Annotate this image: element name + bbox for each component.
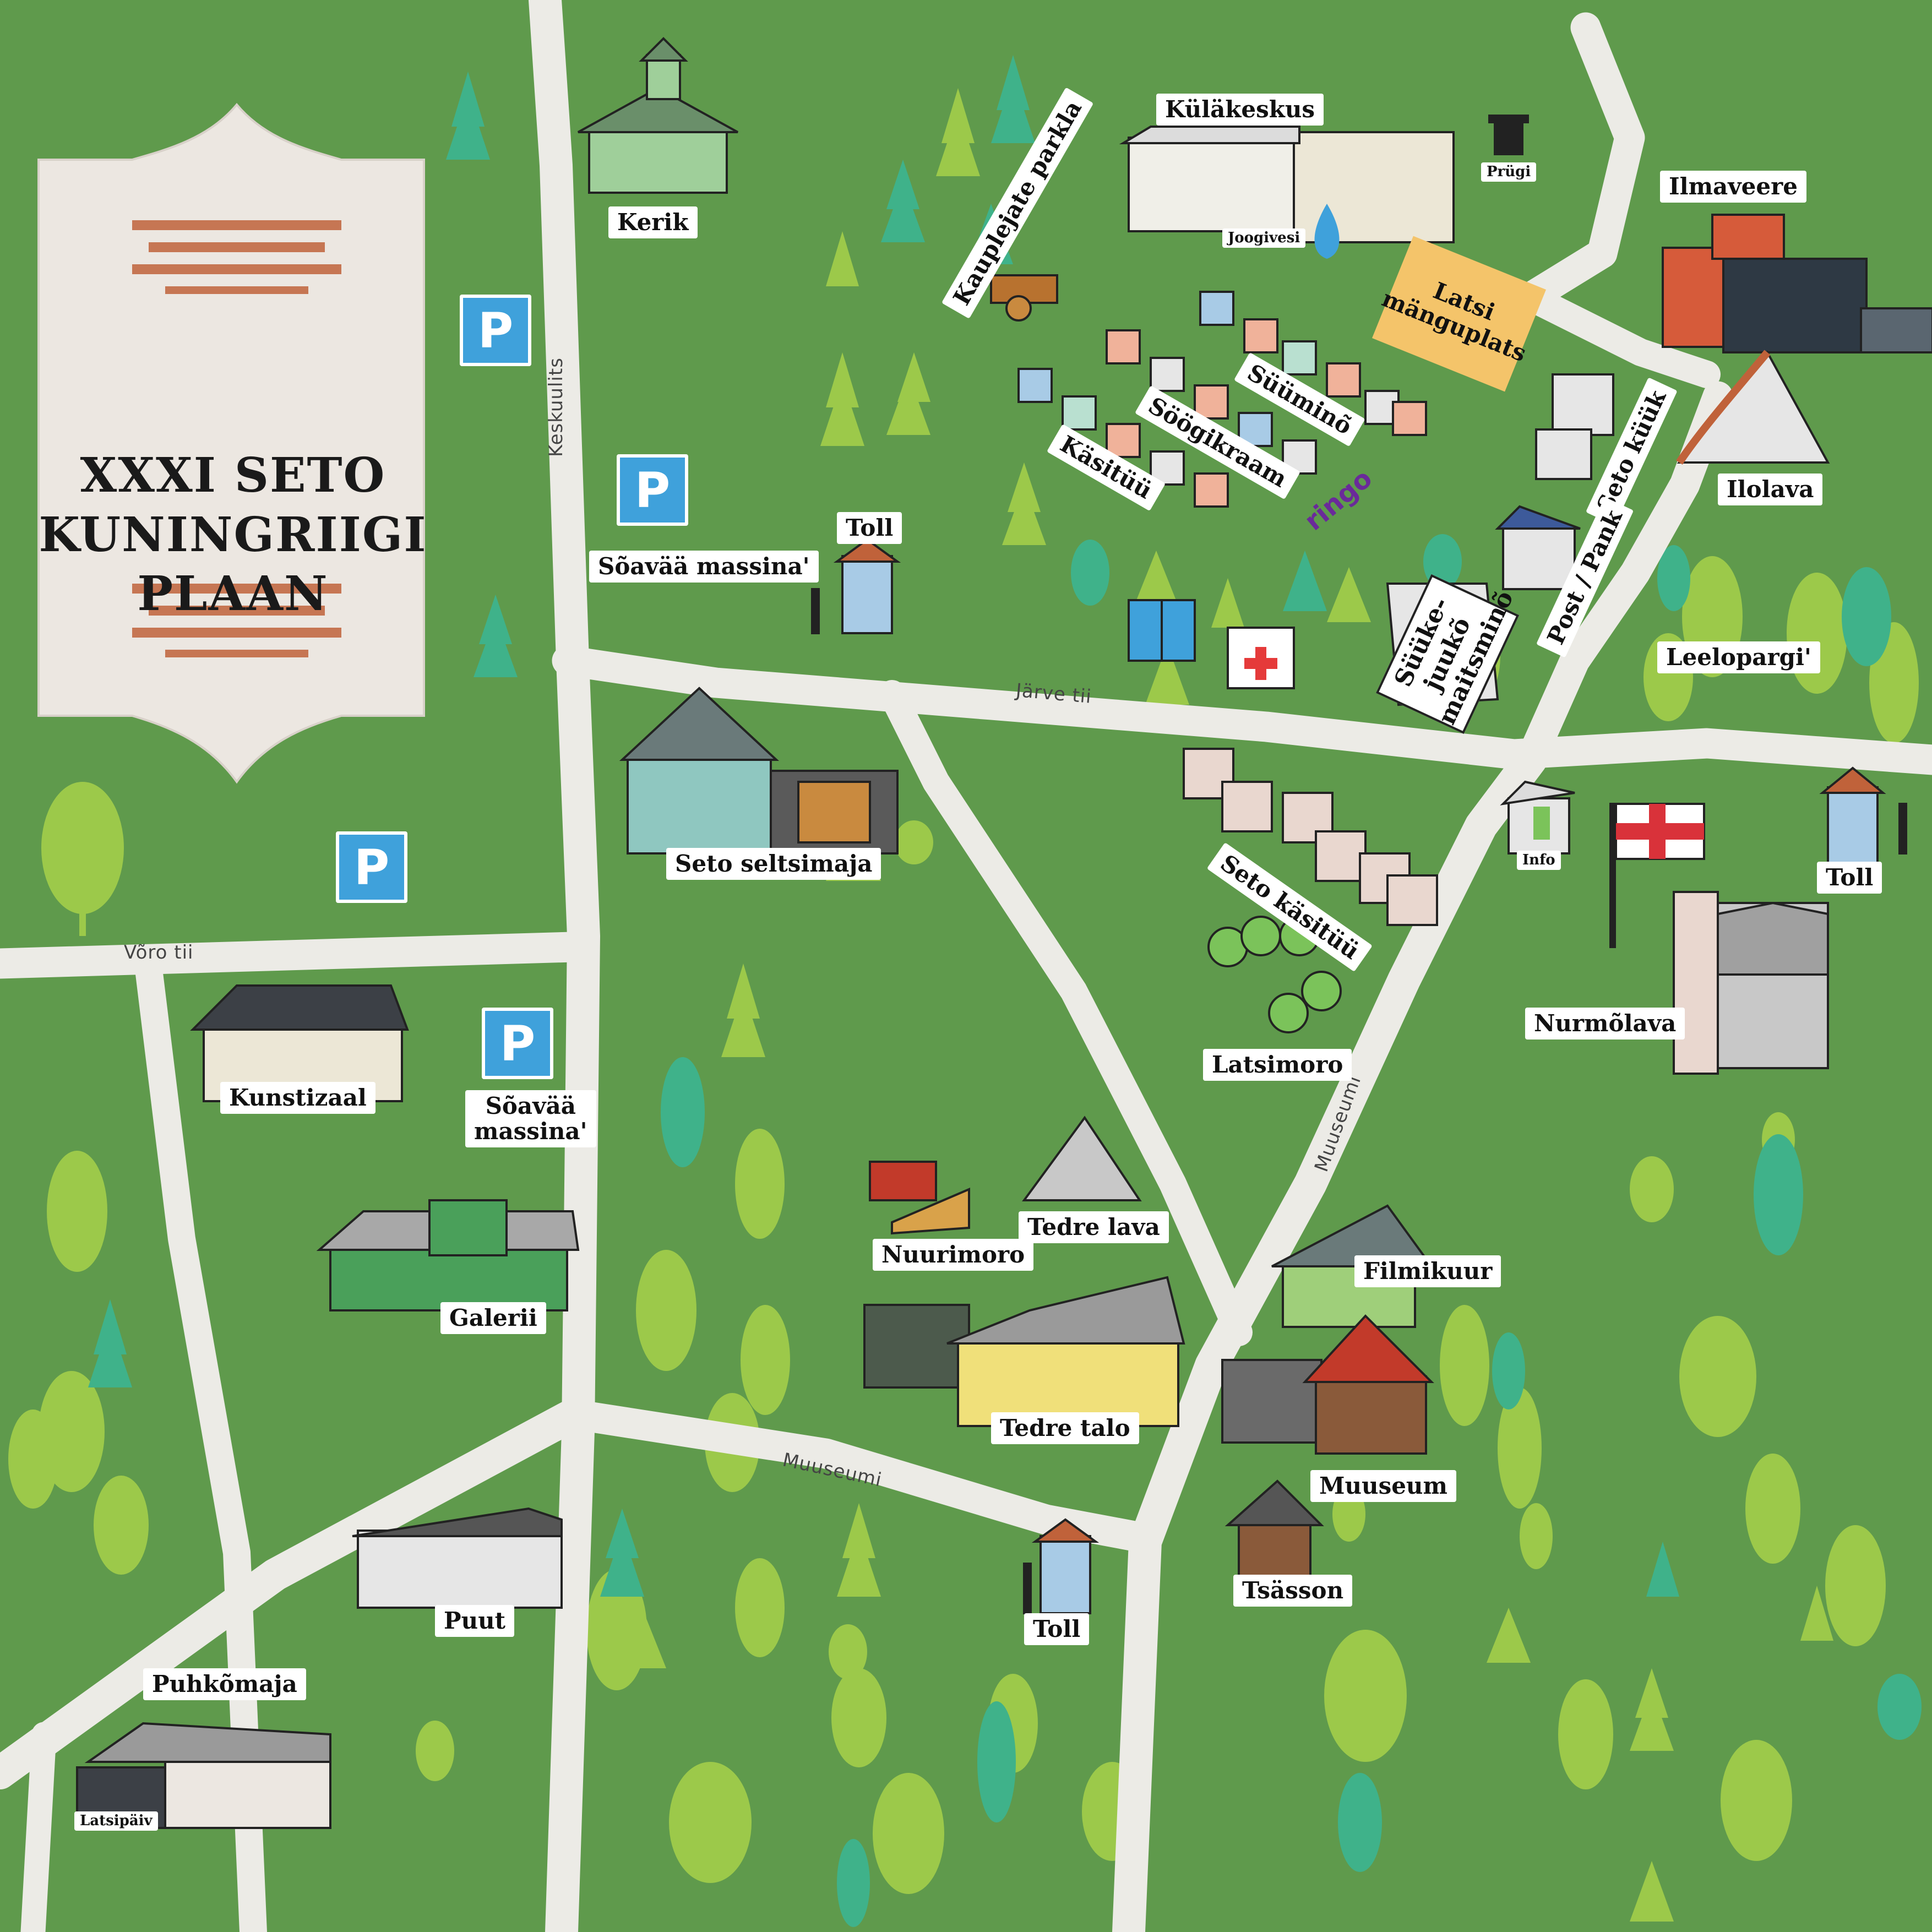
label-toll-2: Toll	[1817, 862, 1882, 894]
parking-sign: P	[482, 1008, 553, 1079]
stalls-row-2	[1106, 329, 1317, 475]
label-prugi: Prügi	[1481, 162, 1537, 182]
building-seto-seltsimaja	[619, 687, 899, 855]
label-latsipaiv: Latsipäiv	[74, 1811, 158, 1831]
stalls-seto-kasitoo	[1183, 748, 1438, 926]
building-ilmaveere	[1662, 214, 1932, 353]
trees	[8, 55, 1922, 1927]
label-galerii: Galerii	[440, 1302, 546, 1335]
label-seto-seltsimaja: Seto seltsimaja	[666, 848, 881, 880]
label-soavae-line2: massina'	[474, 1118, 587, 1145]
building-kulakeskus	[1119, 126, 1455, 243]
building-tsasson	[1224, 1479, 1324, 1581]
building-muuseum	[1221, 1314, 1434, 1455]
toll-booth-1	[811, 538, 901, 634]
label-puut: Puut	[435, 1605, 515, 1637]
title-card-shape	[37, 102, 425, 784]
parking-sign: P	[336, 831, 407, 903]
stage-ilolava	[1676, 350, 1830, 465]
horse-cart	[990, 274, 1058, 322]
stage-tedre-lava	[1022, 1115, 1142, 1201]
label-leelopargi: Leelopargi'	[1657, 641, 1820, 674]
label-ilmaveere: Ilmaveere	[1660, 171, 1806, 203]
trash-icon	[1488, 115, 1529, 155]
road-name-voro-tii: Võro tii	[124, 941, 194, 964]
map-title: XXXI SETO KUNINGRIIGI PLAAN	[32, 446, 434, 624]
title-card: XXXI SETO KUNINGRIIGI PLAAN	[32, 99, 434, 787]
road-name-keskuulits: Keskuulits	[545, 357, 567, 457]
label-filmikuur: Filmikuur	[1354, 1255, 1501, 1288]
label-puhkomaja: Puhkõmaja	[143, 1668, 306, 1701]
label-ilolava: Ilolava	[1718, 474, 1823, 506]
instruments-nuurimoro	[869, 1161, 970, 1235]
label-tsasson: Tsässon	[1233, 1575, 1353, 1607]
stage-nurmolava	[1673, 891, 1829, 1075]
toilets-icon	[1128, 599, 1196, 662]
title-line-1: XXXI SETO	[80, 448, 386, 503]
label-soavae-massina-1: Sõavää massina'	[589, 551, 819, 583]
building-info	[1500, 780, 1575, 855]
building-post-pank	[1495, 505, 1581, 590]
building-puut	[352, 1507, 563, 1609]
kitchen-stalls	[1535, 373, 1614, 480]
parking-sign: P	[617, 454, 688, 526]
label-tedre-lava: Tedre lava	[1019, 1211, 1169, 1244]
label-kerik: Kerik	[608, 206, 698, 239]
parking-sign: P	[460, 295, 531, 366]
label-tedre-talo: Tedre talo	[991, 1412, 1139, 1445]
water-drop-icon	[1314, 204, 1340, 259]
label-toll-1: Toll	[837, 512, 902, 545]
seto-flag	[1609, 803, 1705, 948]
label-nuurimoro: Nuurimoro	[873, 1239, 1034, 1271]
title-line-3: PLAAN	[137, 566, 329, 622]
label-soavae-line1: Sõavää	[485, 1092, 576, 1119]
label-muuseum: Muuseum	[1310, 1470, 1456, 1503]
label-latsimoro: Latsimoro	[1203, 1049, 1352, 1081]
first-aid-icon	[1227, 627, 1295, 689]
title-line-2: KUNINGRIIGI	[39, 507, 427, 563]
church-kerik	[578, 37, 738, 194]
label-nurmolava: Nurmõlava	[1525, 1008, 1685, 1040]
label-toll-3: Toll	[1024, 1613, 1090, 1646]
label-soavae-massina-2: Sõavää massina'	[465, 1090, 596, 1148]
building-puhkomaja	[76, 1722, 331, 1829]
label-info: Info	[1517, 851, 1561, 870]
building-galerii	[316, 1199, 580, 1311]
stalls-row-1	[1199, 291, 1427, 436]
label-kunstizaal: Kunstizaal	[220, 1082, 375, 1114]
label-joogivesi: Joogivesi	[1222, 228, 1306, 248]
building-tedre-talo	[863, 1276, 1185, 1427]
label-kulakeskus: Küläkeskus	[1156, 94, 1324, 126]
